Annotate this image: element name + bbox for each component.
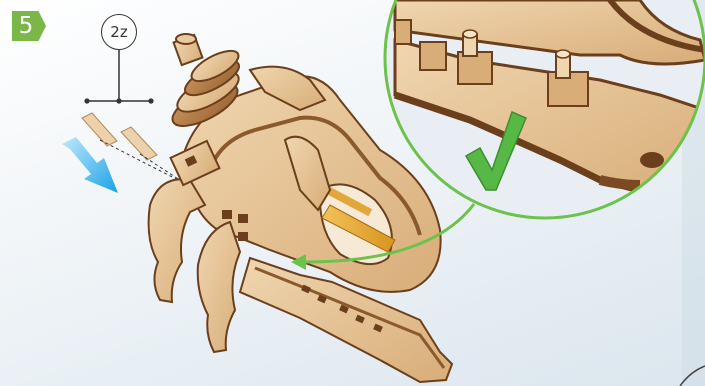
parts-callout-bar [84, 50, 153, 104]
quantity-label: 2z [101, 14, 137, 50]
wooden-pin [121, 127, 157, 160]
blue-arrow-icon [62, 137, 118, 193]
wooden-pin [82, 113, 117, 146]
step-number: 5 [12, 11, 40, 41]
zoom-detail-callout [385, 0, 705, 218]
